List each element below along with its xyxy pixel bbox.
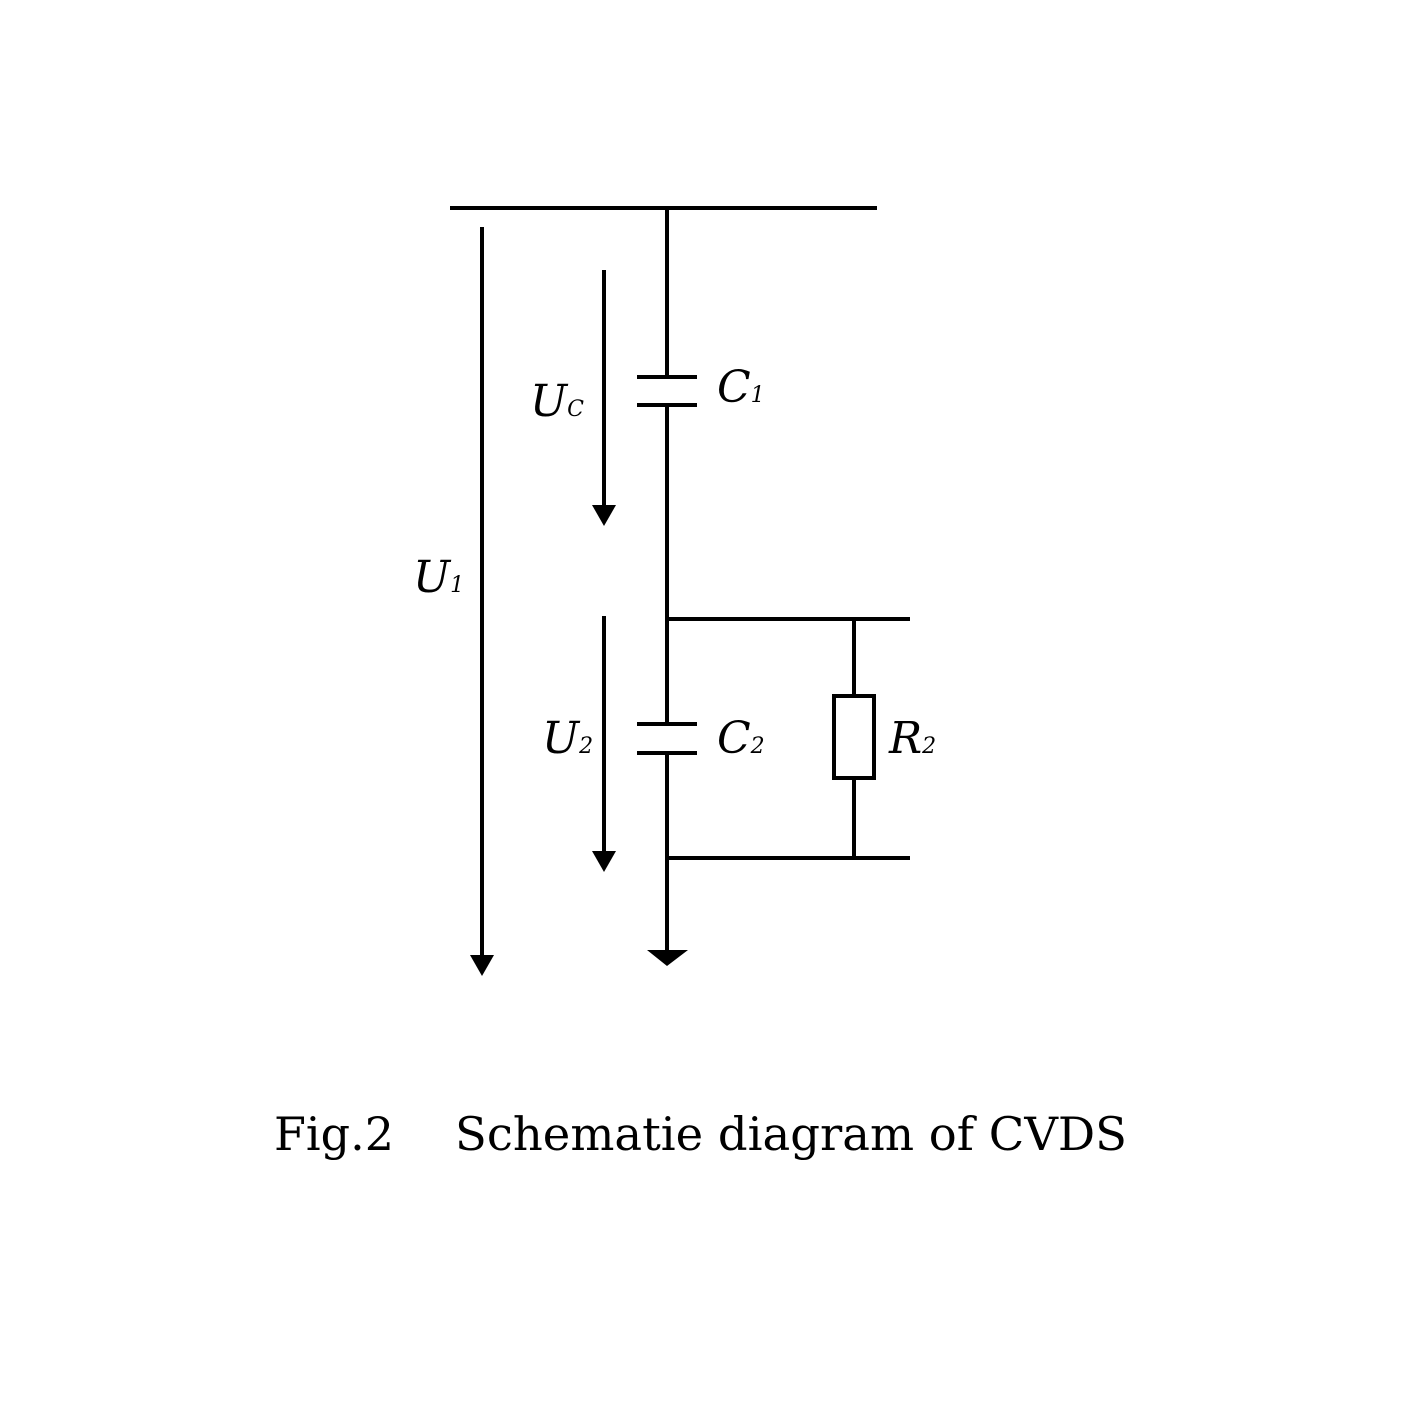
u2-arrowhead-icon [592, 851, 616, 872]
label-c2: C2 [717, 713, 765, 764]
label-u2: U2 [542, 713, 593, 764]
label-uc: UC [530, 376, 584, 427]
u1-arrowhead-icon [470, 955, 494, 976]
r2-resistor [832, 694, 876, 780]
caption-figure-number: Fig.2 [274, 1107, 394, 1161]
uc-arrowhead-icon [592, 505, 616, 526]
label-c1: C1 [717, 362, 765, 413]
caption-title: Schematie diagram of CVDS [455, 1107, 1127, 1161]
label-u1: U1 [413, 552, 464, 603]
label-r2: R2 [888, 713, 936, 764]
ground-arrow-icon [647, 950, 688, 966]
